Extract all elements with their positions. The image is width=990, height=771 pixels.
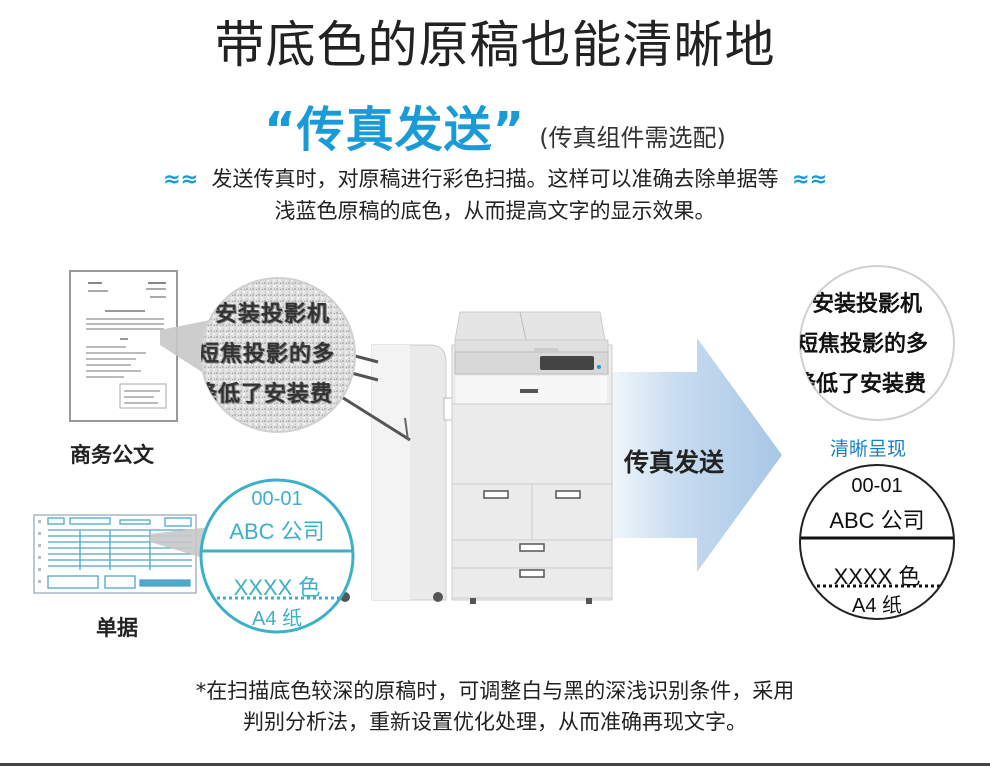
description-line2: 浅蓝色原稿的底色，从而提高文字的显示效果。 [274, 199, 716, 223]
slip-document [33, 514, 197, 594]
clear-text-area: 安装投影机 短焦投影的多 降低了安装费 [800, 266, 954, 420]
noisy-line-3: 降低了安装费 [201, 381, 334, 407]
wave-icon: ≈≈ [791, 167, 828, 191]
printer [339, 311, 613, 604]
slip-left-line2: ABC 公司 [229, 519, 325, 544]
wave-icon: ≈≈ [162, 167, 199, 191]
slip-right-line1: 00-01 [851, 475, 903, 497]
slip-left-line1: 00-01 [251, 488, 303, 510]
slip-text-right: 00-01 ABC 公司 XXXX 色 A4 纸 [800, 465, 954, 619]
noisy-line-1: 安装投影机 [215, 301, 331, 327]
noisy-text-area: 安装投影机 短焦投影的多 降低了安装费 [201, 278, 355, 432]
subtitle: “传真发送” (传真组件需选配) [0, 90, 990, 160]
subtitle-main: “传真发送” [264, 102, 526, 158]
slip-punch-holes [38, 520, 41, 583]
business-doc-label: 商务公文 [70, 443, 154, 467]
slip-left-line4: A4 纸 [251, 608, 303, 630]
footnote-line1: *在扫描底色较深的原稿时，可调整白与黑的深浅识别条件，采用 [195, 679, 795, 703]
slip-zoom-circle-left [201, 480, 353, 632]
arrow-label: 传真发送 [624, 448, 725, 477]
description: ≈≈ 发送传真时，对原稿进行彩色扫描。这样可以准确去除单据等 ≈≈ 浅蓝色原稿的… [0, 163, 990, 227]
footnote-line2: 判别分析法，重新设置优化处理，从而准确再现文字。 [243, 710, 747, 734]
clear-line-1: 安装投影机 [812, 291, 923, 316]
clear-line-2: 短焦投影的多 [800, 331, 929, 356]
noisy-line-2: 短焦投影的多 [201, 341, 336, 367]
clear-zoom-circle [800, 266, 954, 420]
description-line1: 发送传真时，对原稿进行彩色扫描。这样可以准确去除单据等 [211, 167, 779, 191]
slip-right-line3: XXXX 色 [833, 564, 921, 589]
slip-left-line3: XXXX 色 [233, 575, 321, 600]
slip-zoom-circle-right [800, 465, 954, 619]
slip-text-left: 00-01 ABC 公司 XXXX 色 A4 纸 [201, 480, 353, 632]
page-title: 带底色的原稿也能清晰地 [214, 16, 776, 74]
subtitle-note: (传真组件需选配) [539, 124, 726, 152]
clear-line-3: 降低了安装费 [800, 371, 927, 396]
bottom-divider [0, 763, 990, 766]
fax-arrow [590, 338, 782, 572]
slip-label: 单据 [96, 616, 138, 640]
business-document [69, 270, 178, 422]
result-label: 清晰呈现 [830, 438, 907, 460]
slip-right-line4: A4 纸 [851, 595, 903, 617]
footnote: *在扫描底色较深的原稿时，可调整白与黑的深浅识别条件，采用 判别分析法，重新设置… [0, 676, 990, 738]
noisy-zoom-circle [201, 278, 355, 432]
slip-right-line2: ABC 公司 [829, 508, 925, 533]
